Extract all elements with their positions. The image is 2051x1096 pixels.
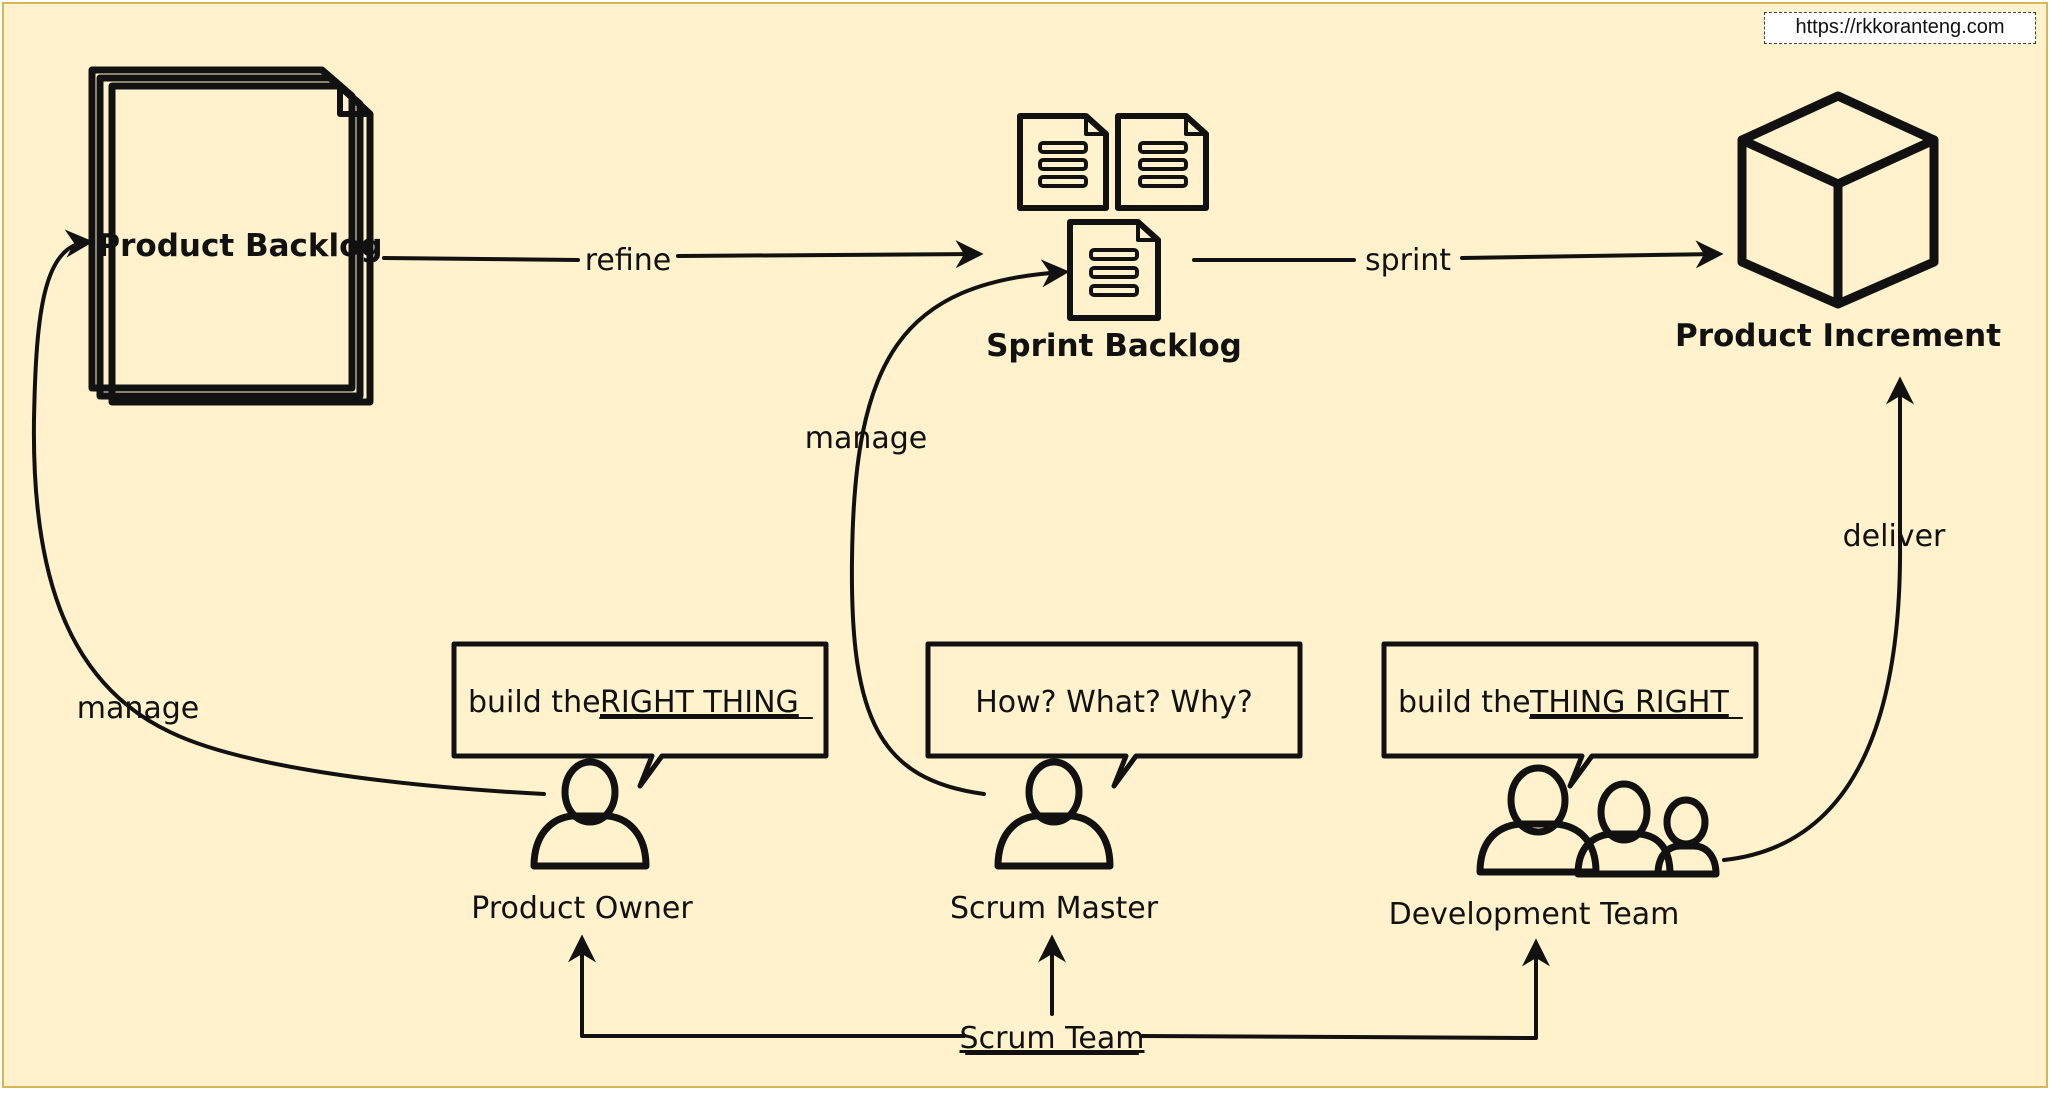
dt-bubble-emphasis: THING RIGHT — [1529, 685, 1729, 720]
deliver-label: deliver — [1843, 519, 1946, 554]
scrum-team-label: Scrum Team — [960, 1021, 1145, 1056]
scrum-master-label: Scrum Master — [950, 891, 1159, 926]
team-icon — [1476, 764, 1720, 878]
scrum-team-edges — [1140, 938, 1550, 1040]
po-bubble-prefix: build the — [468, 685, 610, 720]
manage-po-edge — [31, 229, 546, 796]
sprint-backlog-label: Sprint Backlog — [986, 328, 1242, 364]
manage-po-label: manage — [77, 691, 200, 726]
sprint-label: sprint — [1365, 243, 1451, 278]
person-icon — [530, 758, 650, 870]
po-bubble-emphasis: RIGHT THING — [600, 685, 799, 720]
product-owner-label: Product Owner — [471, 891, 693, 926]
document-stack-icon — [88, 66, 374, 406]
development-team-bubble: build the THING RIGHT — [1381, 641, 1759, 789]
scrum-master-bubble: How? What? Why? — [925, 641, 1303, 789]
refine-label: refine — [585, 243, 672, 278]
sprint-doc-icon — [1115, 113, 1209, 211]
sm-bubble-text: How? What? Why? — [975, 685, 1253, 720]
product-owner-bubble: build the RIGHT THING — [451, 641, 829, 789]
scrum-team-edges — [568, 934, 966, 1038]
deliver-edge — [1722, 376, 1914, 862]
manage-sm-edge — [849, 259, 1070, 796]
product-increment-label: Product Increment — [1675, 318, 2001, 354]
refine-edge — [382, 254, 978, 260]
source-url-label[interactable]: https://rkkoranteng.com — [1764, 12, 2036, 44]
person-icon — [994, 758, 1114, 870]
product-backlog-label: Product Backlog — [97, 228, 382, 264]
sprint-doc-icon — [1067, 219, 1161, 321]
development-team-label: Development Team — [1389, 897, 1680, 932]
sprint-doc-icon — [1017, 113, 1109, 211]
manage-sm-label: manage — [805, 421, 928, 456]
sprint-edge — [1192, 254, 1718, 260]
dt-bubble-prefix: build the — [1398, 685, 1540, 720]
